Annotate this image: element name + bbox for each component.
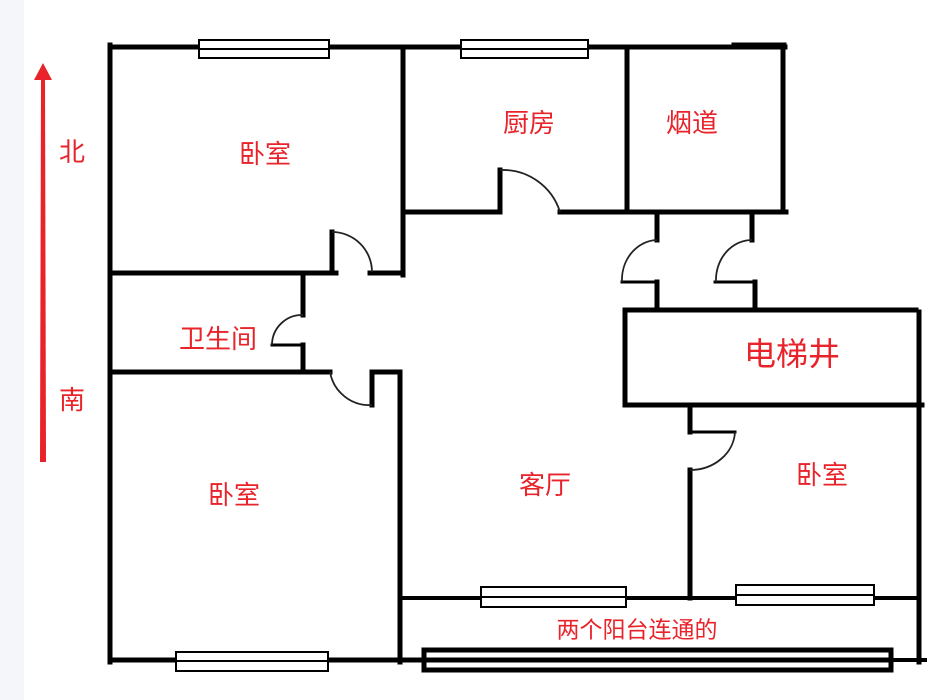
room-label-kitchen: 厨房 <box>502 109 556 139</box>
room-label-living-room: 客厅 <box>518 471 572 501</box>
south-label: 南 <box>58 386 86 416</box>
north-label: 北 <box>58 138 86 168</box>
balcony-note: 两个阳台连通的 <box>556 617 718 644</box>
left-margin <box>0 0 24 700</box>
door-swings <box>271 169 753 471</box>
room-label-bedroom-nw: 卧室 <box>238 140 292 170</box>
room-label-bathroom: 卫生间 <box>178 325 258 355</box>
room-label-elevator-shaft: 电梯井 <box>743 335 841 373</box>
room-label-flue: 烟道 <box>665 109 719 139</box>
north-arrow-icon <box>34 63 52 462</box>
room-label-bedroom-se: 卧室 <box>795 461 849 491</box>
windows <box>175 39 875 672</box>
balcony-window <box>421 647 894 673</box>
room-label-bedroom-sw: 卧室 <box>207 481 261 511</box>
